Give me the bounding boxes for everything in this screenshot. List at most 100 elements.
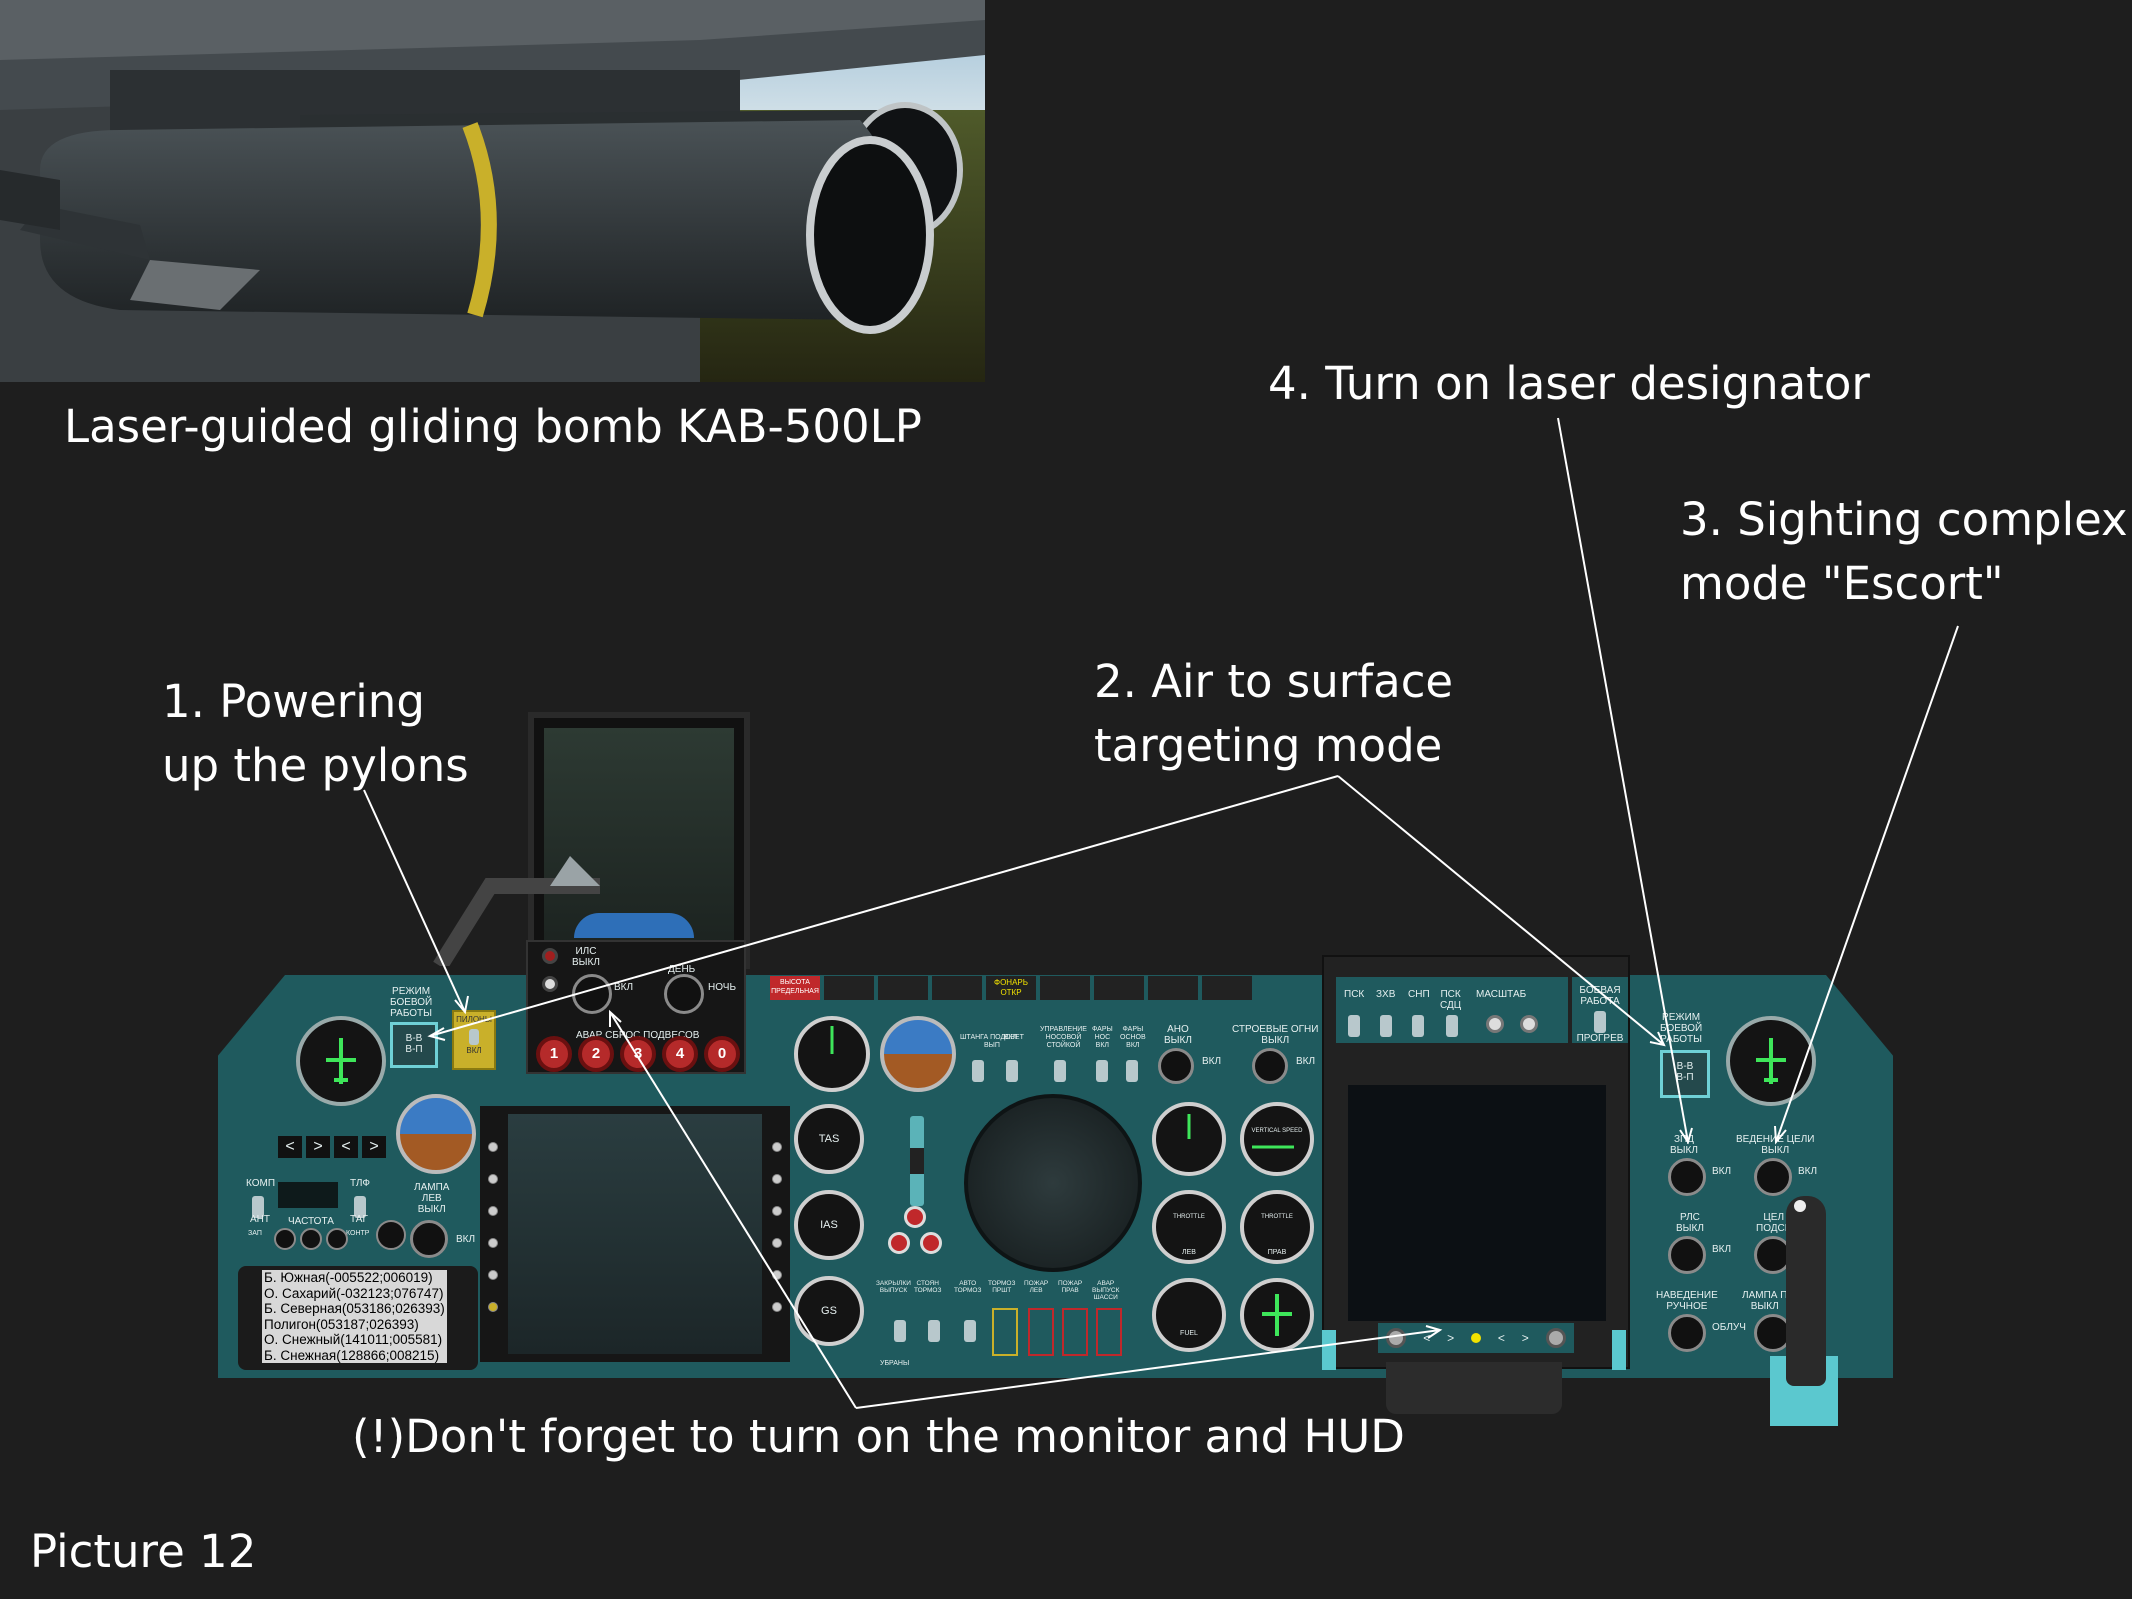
warning-lamp-blank: [1040, 976, 1090, 1000]
right-lamp-label: ЛАМПА П ВЫКЛ: [1742, 1290, 1788, 1312]
target-tracking-on-label: ВКЛ: [1798, 1166, 1818, 1177]
frequency-knob-3[interactable]: [326, 1228, 348, 1250]
control-stick[interactable]: [1786, 1196, 1826, 1386]
mfd-button[interactable]: [772, 1206, 782, 1216]
arrowhead-step2-right: [1649, 1031, 1666, 1047]
mfd-button[interactable]: [488, 1270, 498, 1280]
step3-caption-line2: mode "Escort": [1680, 557, 2004, 610]
day-night-knob[interactable]: [664, 974, 704, 1014]
slider-control[interactable]: [910, 1116, 924, 1206]
chute-brake-cover[interactable]: [992, 1308, 1018, 1356]
warning-lamp-blank: [1148, 976, 1198, 1000]
monitor-hud-note: (!)Don't forget to turn on the monitor a…: [352, 1410, 1405, 1463]
combat-work-toggle[interactable]: [1594, 1011, 1606, 1033]
left-arrow-3[interactable]: <: [334, 1136, 358, 1158]
zhv-toggle[interactable]: [1380, 1015, 1392, 1037]
combat-work-block: БОЕВАЯ РАБОТА ПРОГРЕВ: [1572, 977, 1628, 1044]
fire-left-cover[interactable]: [1028, 1308, 1054, 1356]
illumination-knob[interactable]: [1754, 1236, 1792, 1274]
mfd-power-knob[interactable]: [1386, 1328, 1407, 1348]
psk-sdc-toggle[interactable]: [1446, 1015, 1458, 1037]
canopy-warning: ФОНАРЬ ОТКР: [986, 976, 1036, 1000]
fuel-label: FUEL: [1180, 1330, 1198, 1337]
mfd-arrow-3[interactable]: <: [1497, 1330, 1505, 1345]
waypoint-item[interactable]: О. Сахарий(-032123;076747): [262, 1285, 447, 1301]
boom-toggle[interactable]: [1006, 1060, 1018, 1082]
manual-guidance-knob[interactable]: [1668, 1314, 1706, 1352]
boom-light-label: ШТАНГА ПОДСВЕТ ВЫП: [960, 1034, 1024, 1049]
formation-lights-knob[interactable]: [1252, 1048, 1288, 1084]
frequency-knob-2[interactable]: [300, 1228, 322, 1250]
scale-button-minus[interactable]: [1486, 1015, 1504, 1033]
mfd-button[interactable]: [772, 1238, 782, 1248]
jettison-button-3[interactable]: 3: [620, 1036, 656, 1072]
night-label: НОЧЬ: [708, 982, 737, 993]
waypoint-item[interactable]: Б. Северная(053186;026393): [262, 1301, 447, 1317]
warmup-label: ПРОГРЕВ: [1576, 1033, 1624, 1044]
emergency-gear-cover[interactable]: [1096, 1308, 1122, 1356]
waypoint-item[interactable]: О. Снежный(141011;005581): [262, 1332, 447, 1348]
waypoint-item[interactable]: Б. Южная(-005522;006019): [262, 1270, 447, 1286]
mfd-button[interactable]: [772, 1142, 782, 1152]
snp-toggle[interactable]: [1412, 1015, 1424, 1037]
jettison-label: АВАР СБРОС ПОДВЕСОВ: [576, 1030, 700, 1041]
flaps-label: ЗАКРЫЛКИ ВЫПУСК: [876, 1280, 911, 1294]
mfd-brightness-knob[interactable]: [1545, 1328, 1566, 1348]
attitude-indicator: [880, 1016, 956, 1092]
parking-brake-toggle[interactable]: [928, 1320, 940, 1342]
jettison-button-2[interactable]: 2: [578, 1036, 614, 1072]
waypoint-panel: Б. Южная(-005522;006019) О. Сахарий(-032…: [238, 1266, 478, 1370]
laser-designator-knob[interactable]: [1668, 1158, 1706, 1196]
tag-knob[interactable]: [376, 1220, 406, 1250]
left-arrow-2[interactable]: >: [306, 1136, 330, 1158]
waypoint-item[interactable]: Б. Снежная(128866;008215): [262, 1347, 447, 1363]
jettison-button-0[interactable]: 0: [704, 1036, 740, 1072]
left-heading-gauge: [296, 1016, 386, 1106]
slider-handle[interactable]: [910, 1148, 924, 1174]
frequency-knobs: [274, 1228, 348, 1250]
frequency-knob-1[interactable]: [274, 1228, 296, 1250]
mfd-button[interactable]: [488, 1206, 498, 1216]
mfd-button[interactable]: [488, 1142, 498, 1152]
scale-button-plus[interactable]: [1520, 1015, 1538, 1033]
hud-warning-lamp-red: [542, 948, 558, 964]
mfd-arrow-2[interactable]: >: [1447, 1330, 1455, 1345]
left-arrow-4[interactable]: >: [362, 1136, 386, 1158]
waypoint-item[interactable]: Полигон(053187;026393): [262, 1316, 447, 1332]
step2-caption-line1: 2. Air to surface: [1094, 655, 1454, 708]
left-throttle-gauge: THROTTLE ЛЕВ: [1152, 1190, 1226, 1264]
formation-on-label: ВКЛ: [1296, 1056, 1316, 1067]
right-mfd-side-light-right: [1612, 1330, 1626, 1370]
fire-right-cover[interactable]: [1062, 1308, 1088, 1356]
mfd-button[interactable]: [488, 1302, 498, 1312]
ano-knob[interactable]: [1158, 1048, 1194, 1084]
main-light-toggle[interactable]: [1126, 1060, 1138, 1082]
jettison-button-4[interactable]: 4: [662, 1036, 698, 1072]
pylons-switch[interactable]: ПИЛОНЫ ВКЛ: [452, 1010, 496, 1070]
left-arrow-1[interactable]: <: [278, 1136, 302, 1158]
left-lamp-knob[interactable]: [410, 1220, 448, 1258]
mfd-button[interactable]: [772, 1302, 782, 1312]
nose-steering-toggle[interactable]: [1054, 1060, 1066, 1082]
psk-toggle[interactable]: [1348, 1015, 1360, 1037]
mfd-arrow-1[interactable]: <: [1423, 1330, 1431, 1345]
aoa-gauge: [794, 1016, 870, 1092]
nose-light-toggle[interactable]: [1096, 1060, 1108, 1082]
tlf-toggle[interactable]: [354, 1196, 366, 1218]
radar-knob[interactable]: [1668, 1236, 1706, 1274]
boom-light-toggle[interactable]: [972, 1060, 984, 1082]
left-mode-switch[interactable]: В-В В-П: [390, 1022, 438, 1068]
mfd-button[interactable]: [488, 1238, 498, 1248]
mfd-button[interactable]: [772, 1174, 782, 1184]
clock-gauge: [1152, 1102, 1226, 1176]
stick-trigger-button[interactable]: [1794, 1200, 1806, 1212]
manual-guidance-label: НАВЕДЕНИЕ РУЧНОЕ: [1656, 1290, 1718, 1312]
flaps-toggle[interactable]: [894, 1320, 906, 1342]
auto-brake-toggle[interactable]: [964, 1320, 976, 1342]
jettison-button-1[interactable]: 1: [536, 1036, 572, 1072]
mfd-arrow-4[interactable]: >: [1521, 1330, 1529, 1345]
target-tracking-knob[interactable]: [1754, 1158, 1792, 1196]
mfd-button[interactable]: [488, 1174, 498, 1184]
right-mode-switch[interactable]: В-В В-П: [1660, 1050, 1710, 1098]
komp-toggle[interactable]: [252, 1196, 264, 1218]
